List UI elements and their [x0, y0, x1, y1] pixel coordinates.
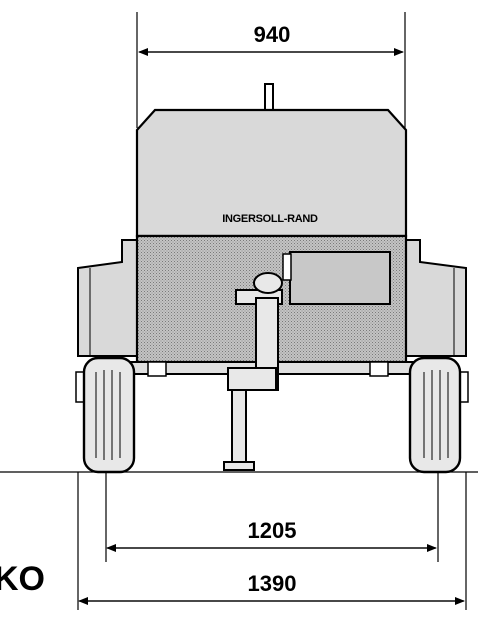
access-door [289, 251, 391, 305]
door-latch [282, 253, 292, 281]
left-wheel [75, 356, 136, 474]
dimension-label-1205: 1205 [248, 518, 297, 543]
dimension-top-width: 940 [136, 12, 406, 128]
dimension-label-1390: 1390 [248, 571, 297, 596]
left-fender [77, 239, 138, 357]
right-fender [405, 239, 467, 357]
right-wheel [408, 356, 469, 474]
brand-logo-text: INGERSOLL-RAND [222, 213, 318, 225]
dimension-label-940: 940 [254, 22, 291, 47]
side-label-ko: KO [0, 560, 45, 598]
dimension-overall-width: 1390 [78, 571, 465, 605]
left-axle-bracket [147, 361, 167, 377]
exhaust-pipe [264, 83, 274, 112]
tow-bar-jack [223, 272, 283, 471]
right-axle-bracket [369, 361, 389, 377]
dimension-wheel-track: 1205 [106, 518, 437, 552]
